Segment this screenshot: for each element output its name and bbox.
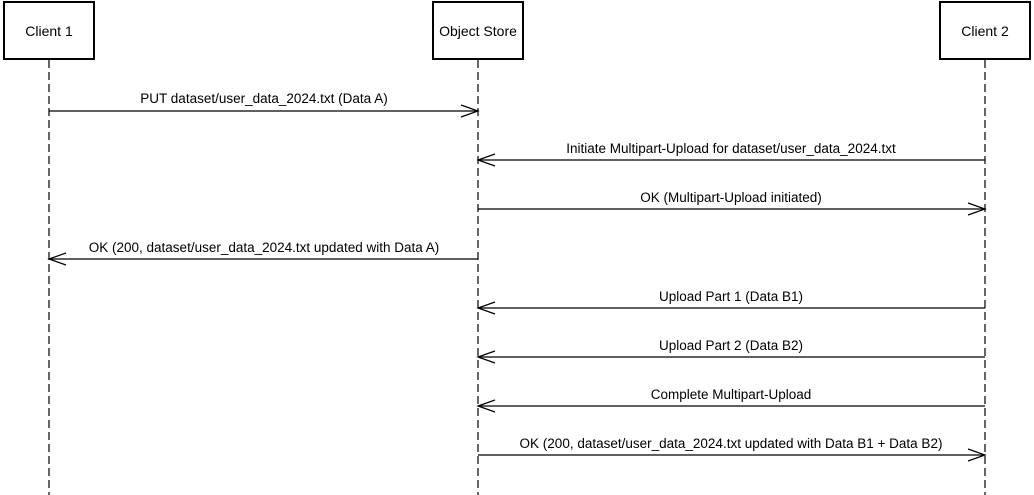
message-label-1: PUT dataset/user_data_2024.txt (Data A) bbox=[140, 91, 388, 106]
message-label-8: OK (200, dataset/user_data_2024.txt upda… bbox=[519, 436, 943, 451]
message-arrow-1 bbox=[49, 104, 480, 118]
message-arrow-7 bbox=[476, 399, 985, 413]
message-arrow-3 bbox=[478, 202, 987, 216]
message-arrow-8 bbox=[478, 448, 987, 462]
message-arrow-2 bbox=[476, 153, 985, 167]
participant-client1: Client 1 bbox=[3, 1, 95, 60]
message-label-6: Upload Part 2 (Data B2) bbox=[658, 338, 804, 353]
message-label-5: Upload Part 1 (Data B1) bbox=[658, 289, 804, 304]
message-arrow-6 bbox=[476, 350, 985, 364]
message-label-7: Complete Multipart-Upload bbox=[650, 387, 812, 402]
participant-client2: Client 2 bbox=[939, 1, 1031, 60]
message-label-3: OK (Multipart-Upload initiated) bbox=[640, 190, 822, 205]
message-label-2: Initiate Multipart-Upload for dataset/us… bbox=[566, 141, 896, 156]
message-arrow-4 bbox=[47, 252, 478, 266]
participant-object-store: Object Store bbox=[432, 1, 524, 60]
message-label-4: OK (200, dataset/user_data_2024.txt upda… bbox=[88, 240, 440, 255]
message-arrow-5 bbox=[476, 301, 985, 315]
